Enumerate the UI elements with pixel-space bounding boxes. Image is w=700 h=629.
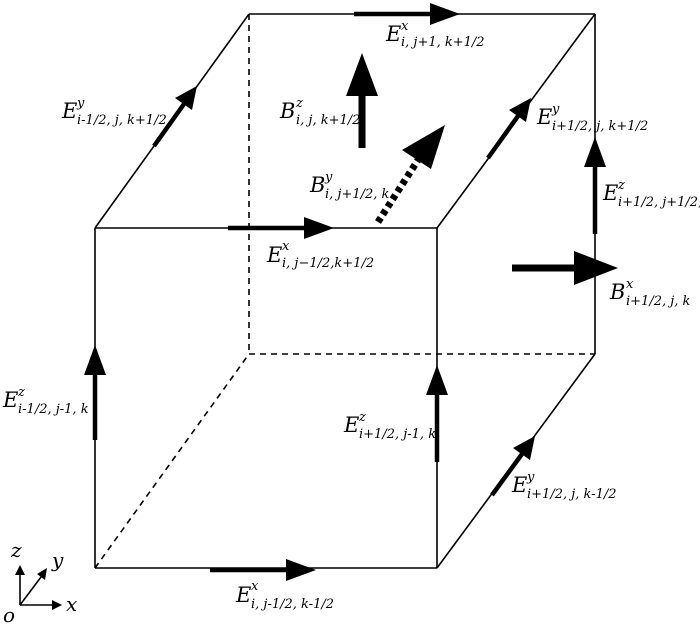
arrow-b-y-dotted <box>375 125 445 224</box>
svg-text:z: z <box>295 96 303 111</box>
label-b-top: B z i, j, k+1/2 <box>279 96 360 128</box>
z-axis-label: z <box>10 538 22 562</box>
arrow-b-x <box>512 251 618 285</box>
label-e-top-right: E y i+1/2, j, k+1/2 <box>536 102 648 134</box>
arrow-e-left-z <box>84 345 106 440</box>
label-e-front-right-z: E z i+1/2, j-1, k <box>343 410 436 442</box>
svg-text:y: y <box>76 96 85 111</box>
svg-text:x: x <box>626 277 634 292</box>
svg-text:B: B <box>609 280 625 304</box>
svg-text:i+1/2, j+1/2, k: i+1/2, j+1/2, k <box>618 195 700 210</box>
svg-text:E: E <box>385 22 401 46</box>
svg-text:i, j−1/2,k+1/2: i, j−1/2,k+1/2 <box>282 256 374 271</box>
svg-text:i+1/2, j, k-1/2: i+1/2, j, k-1/2 <box>527 487 617 502</box>
label-e-top-front: E x i, j−1/2,k+1/2 <box>266 239 374 271</box>
field-labels: E x i, j+1, k+1/2 E y i-1/2, j, k+1/2 B … <box>2 19 700 612</box>
arrow-e-bottom-front <box>210 559 316 581</box>
arrow-e-top-front <box>228 217 334 239</box>
arrow-e-top-back <box>354 3 460 25</box>
label-e-left-z: E z i-1/2, j-1, k <box>2 385 89 417</box>
svg-text:i-1/2, j-1, k: i-1/2, j-1, k <box>18 402 89 417</box>
label-e-bottom-right: E y i+1/2, j, k-1/2 <box>511 470 617 502</box>
svg-text:B: B <box>279 99 295 123</box>
svg-text:i-1/2, j, k+1/2: i-1/2, j, k+1/2 <box>77 113 167 128</box>
coordinate-axes: x y z o <box>3 538 77 627</box>
svg-text:i+1/2, j-1, k: i+1/2, j-1, k <box>359 427 436 442</box>
label-e-right-back-z: E z i+1/2, j+1/2, k <box>602 178 700 210</box>
b-field-arrows <box>346 53 618 285</box>
svg-text:i+1/2, j, k: i+1/2, j, k <box>626 294 691 309</box>
svg-text:x: x <box>401 19 409 34</box>
x-axis-label: x <box>66 592 77 616</box>
svg-text:i, j-1/2, k-1/2: i, j-1/2, k-1/2 <box>251 597 334 612</box>
svg-text:z: z <box>358 410 366 425</box>
label-e-top-left: E y i-1/2, j, k+1/2 <box>61 96 167 128</box>
svg-text:E: E <box>343 413 359 437</box>
origin-label: o <box>3 603 15 627</box>
bottom-left-hidden-diagonal <box>94 353 250 569</box>
arrow-e-top-left <box>152 86 197 148</box>
svg-text:y: y <box>551 102 560 117</box>
x-axis-arrowhead <box>52 600 62 610</box>
svg-text:z: z <box>17 385 25 400</box>
svg-text:i, j+1, k+1/2: i, j+1, k+1/2 <box>401 35 485 50</box>
e-field-arrows <box>84 3 606 581</box>
svg-text:x: x <box>251 579 259 594</box>
y-axis-line <box>19 572 45 606</box>
svg-text:x: x <box>282 239 290 254</box>
svg-text:E: E <box>602 181 618 205</box>
svg-text:B: B <box>309 173 325 197</box>
label-b-y: B y i, j+1/2, k <box>309 170 390 202</box>
y-axis-label: y <box>51 548 64 572</box>
arrow-b-z <box>346 53 378 148</box>
arrow-e-right-back-z <box>584 137 606 234</box>
svg-text:E: E <box>61 99 77 123</box>
arrow-e-top-right <box>486 98 531 160</box>
arrow-e-bottom-right <box>490 436 535 497</box>
z-axis-arrowhead <box>15 565 25 575</box>
svg-text:E: E <box>536 105 552 129</box>
label-e-top-back: E x i, j+1, k+1/2 <box>385 19 485 50</box>
svg-text:y: y <box>526 470 535 485</box>
label-e-bottom-front: E x i, j-1/2, k-1/2 <box>235 579 334 612</box>
svg-text:z: z <box>617 178 625 193</box>
svg-text:i+1/2, j, k+1/2: i+1/2, j, k+1/2 <box>552 119 648 134</box>
svg-text:i, j, k+1/2: i, j, k+1/2 <box>296 113 360 128</box>
hidden-edges <box>94 14 595 569</box>
svg-text:E: E <box>511 473 527 497</box>
svg-text:y: y <box>324 170 333 185</box>
svg-text:i, j+1/2, k: i, j+1/2, k <box>325 187 390 202</box>
arrow-e-front-right-z <box>426 365 448 462</box>
y-axis-arrowhead <box>37 568 47 580</box>
svg-text:E: E <box>235 583 251 607</box>
svg-text:E: E <box>2 388 18 412</box>
label-b-x: B x i+1/2, j, k <box>609 277 691 309</box>
svg-text:E: E <box>266 243 282 267</box>
